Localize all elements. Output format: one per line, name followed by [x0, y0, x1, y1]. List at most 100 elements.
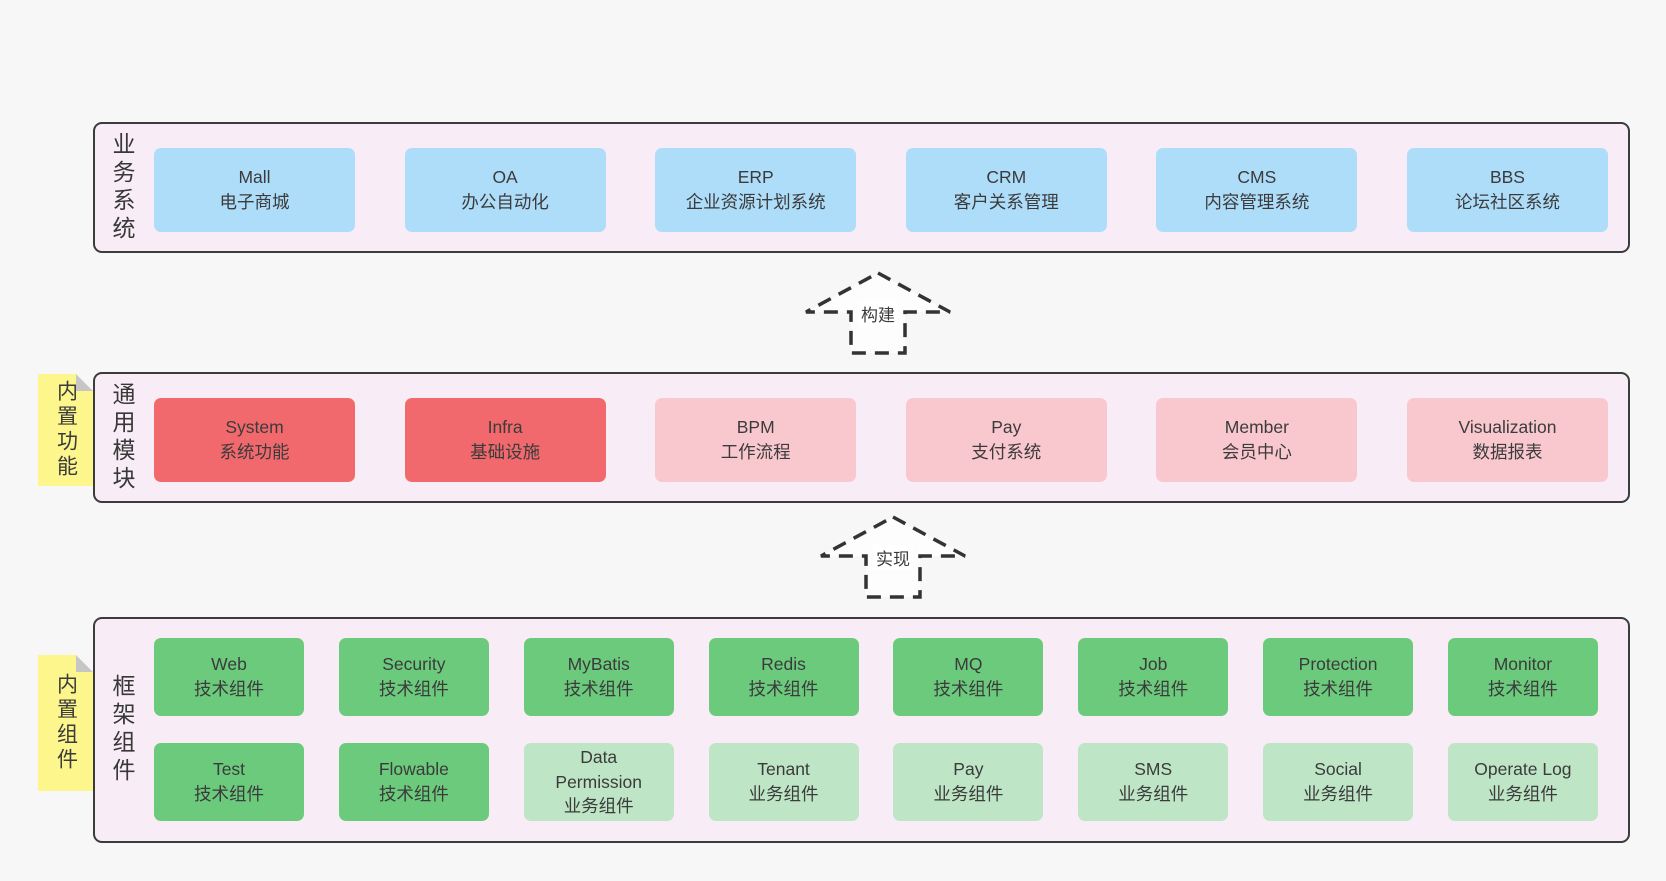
- module-box-member: Member 会员中心: [1156, 398, 1358, 482]
- module-name: Job: [1139, 654, 1168, 675]
- module-box-monitor: Monitor 技术组件: [1447, 638, 1598, 716]
- sticky-note-built-in-features: 内置功能: [38, 374, 93, 486]
- module-box-cms: CMS 内容管理系统: [1156, 148, 1358, 232]
- module-desc: 系统功能: [219, 442, 290, 462]
- module-box-security: Security 技术组件: [338, 638, 489, 716]
- module-name: MyBatis: [567, 654, 630, 675]
- module-name: Security: [382, 654, 446, 675]
- module-box-bbs: BBS 论坛社区系统: [1406, 148, 1608, 232]
- module-desc: 技术组件: [1487, 679, 1558, 699]
- module-box-erp: ERP 企业资源计划系统: [655, 148, 857, 232]
- module-desc: 技术组件: [1118, 679, 1189, 699]
- module-desc: 论坛社区系统: [1454, 192, 1560, 212]
- module-box-system: System 系统功能: [154, 398, 355, 482]
- module-desc: 业务组件: [1118, 784, 1189, 804]
- module-desc: 支付系统: [971, 442, 1042, 462]
- implement-arrow-label: 实现: [873, 545, 913, 570]
- module-box-bpm: BPM 工作流程: [655, 398, 857, 482]
- module-name: Redis: [761, 654, 806, 675]
- module-name: BPM: [736, 417, 775, 438]
- module-name: Flowable: [378, 759, 449, 780]
- module-desc: 客户关系管理: [953, 192, 1059, 212]
- module-desc: 技术组件: [933, 679, 1004, 699]
- module-box-visualization: Visualization 数据报表: [1406, 398, 1608, 482]
- module-desc: 数据报表: [1472, 442, 1543, 462]
- module-name: Social: [1314, 759, 1362, 780]
- module-desc: 企业资源计划系统: [685, 192, 826, 212]
- module-box-operate-log: Operate Log 业务组件: [1447, 743, 1598, 821]
- module-name: CRM: [986, 167, 1027, 188]
- module-name: Pay: [991, 417, 1022, 438]
- module-box-redis: Redis 技术组件: [708, 638, 859, 716]
- sticky-note-label: 内置组件: [54, 673, 78, 773]
- module-name: Operate Log: [1474, 759, 1572, 780]
- band-label-framework-components: 框架组件: [109, 674, 135, 786]
- module-box-sms: SMS 业务组件: [1078, 743, 1229, 821]
- module-row: System 系统功能 Infra 基础设施 BPM 工作流程 Pay 支付系统 Member 会…: [154, 398, 1608, 482]
- module-desc: 基础设施: [470, 442, 541, 462]
- module-desc: 业务组件: [1303, 784, 1374, 804]
- module-box-flowable: Flowable 技术组件: [338, 743, 489, 821]
- module-desc: 技术组件: [563, 679, 634, 699]
- module-desc: 业务组件: [748, 784, 819, 804]
- sticky-note-built-in-components: 内置组件: [38, 655, 93, 791]
- module-name: OA: [492, 167, 518, 188]
- band-label-business-systems: 业务系统: [109, 131, 135, 244]
- module-name: BBS: [1489, 167, 1525, 188]
- module-desc: 电子商城: [219, 192, 290, 212]
- module-desc: 内容管理系统: [1204, 192, 1310, 212]
- module-name: System: [225, 417, 284, 438]
- module-name: SMS: [1134, 759, 1173, 780]
- module-box-social: Social 业务组件: [1263, 743, 1414, 821]
- build-arrow: 构建: [803, 270, 953, 356]
- module-name: Visualization: [1458, 417, 1557, 438]
- module-desc: 技术组件: [378, 679, 449, 699]
- module-name: Infra: [487, 417, 523, 438]
- module-box-tenant: Tenant 业务组件: [708, 743, 859, 821]
- module-box-infra: Infra 基础设施: [404, 398, 606, 482]
- module-name: CMS: [1237, 167, 1277, 188]
- module-box-test: Test 技术组件: [154, 743, 304, 821]
- module-desc: 办公自动化: [461, 192, 549, 212]
- build-arrow-label: 构建: [858, 301, 898, 326]
- module-name: Data Permission: [555, 746, 642, 792]
- module-box-mybatis: MyBatis 技术组件: [523, 638, 674, 716]
- module-desc: 技术组件: [378, 784, 449, 804]
- band-label-common-modules: 通用模块: [109, 381, 135, 494]
- module-name: ERP: [737, 167, 774, 188]
- module-name: Tenant: [757, 759, 810, 780]
- module-box-pay: Pay 业务组件: [893, 743, 1044, 821]
- module-desc: 技术组件: [194, 784, 264, 804]
- module-desc: 会员中心: [1221, 442, 1292, 462]
- module-box-web: Web 技术组件: [154, 638, 304, 716]
- module-desc: 工作流程: [720, 442, 791, 462]
- module-box-oa: OA 办公自动化: [404, 148, 606, 232]
- module-box-crm: CRM 客户关系管理: [905, 148, 1107, 232]
- module-desc: 业务组件: [933, 784, 1004, 804]
- module-box-protection: Protection 技术组件: [1263, 638, 1414, 716]
- module-desc: 技术组件: [1303, 679, 1374, 699]
- module-name: Protection: [1298, 654, 1378, 675]
- module-box-pay: Pay 支付系统: [905, 398, 1107, 482]
- implement-arrow: 实现: [818, 514, 968, 600]
- module-desc: 技术组件: [748, 679, 819, 699]
- module-name: Monitor: [1493, 654, 1553, 675]
- module-box-mq: MQ 技术组件: [893, 638, 1044, 716]
- sticky-note-label: 内置功能: [54, 380, 78, 480]
- module-name: MQ: [954, 654, 983, 675]
- module-desc: 技术组件: [194, 679, 264, 699]
- module-name: Pay: [953, 759, 984, 780]
- module-desc: 业务组件: [1487, 784, 1558, 804]
- module-name: Member: [1224, 417, 1289, 438]
- module-name: Test: [212, 759, 246, 780]
- band-common-modules: 通用模块 System 系统功能 Infra 基础设施 BPM 工作流程 Pay 支付系统 Me…: [93, 372, 1630, 503]
- module-name: Web: [211, 654, 247, 675]
